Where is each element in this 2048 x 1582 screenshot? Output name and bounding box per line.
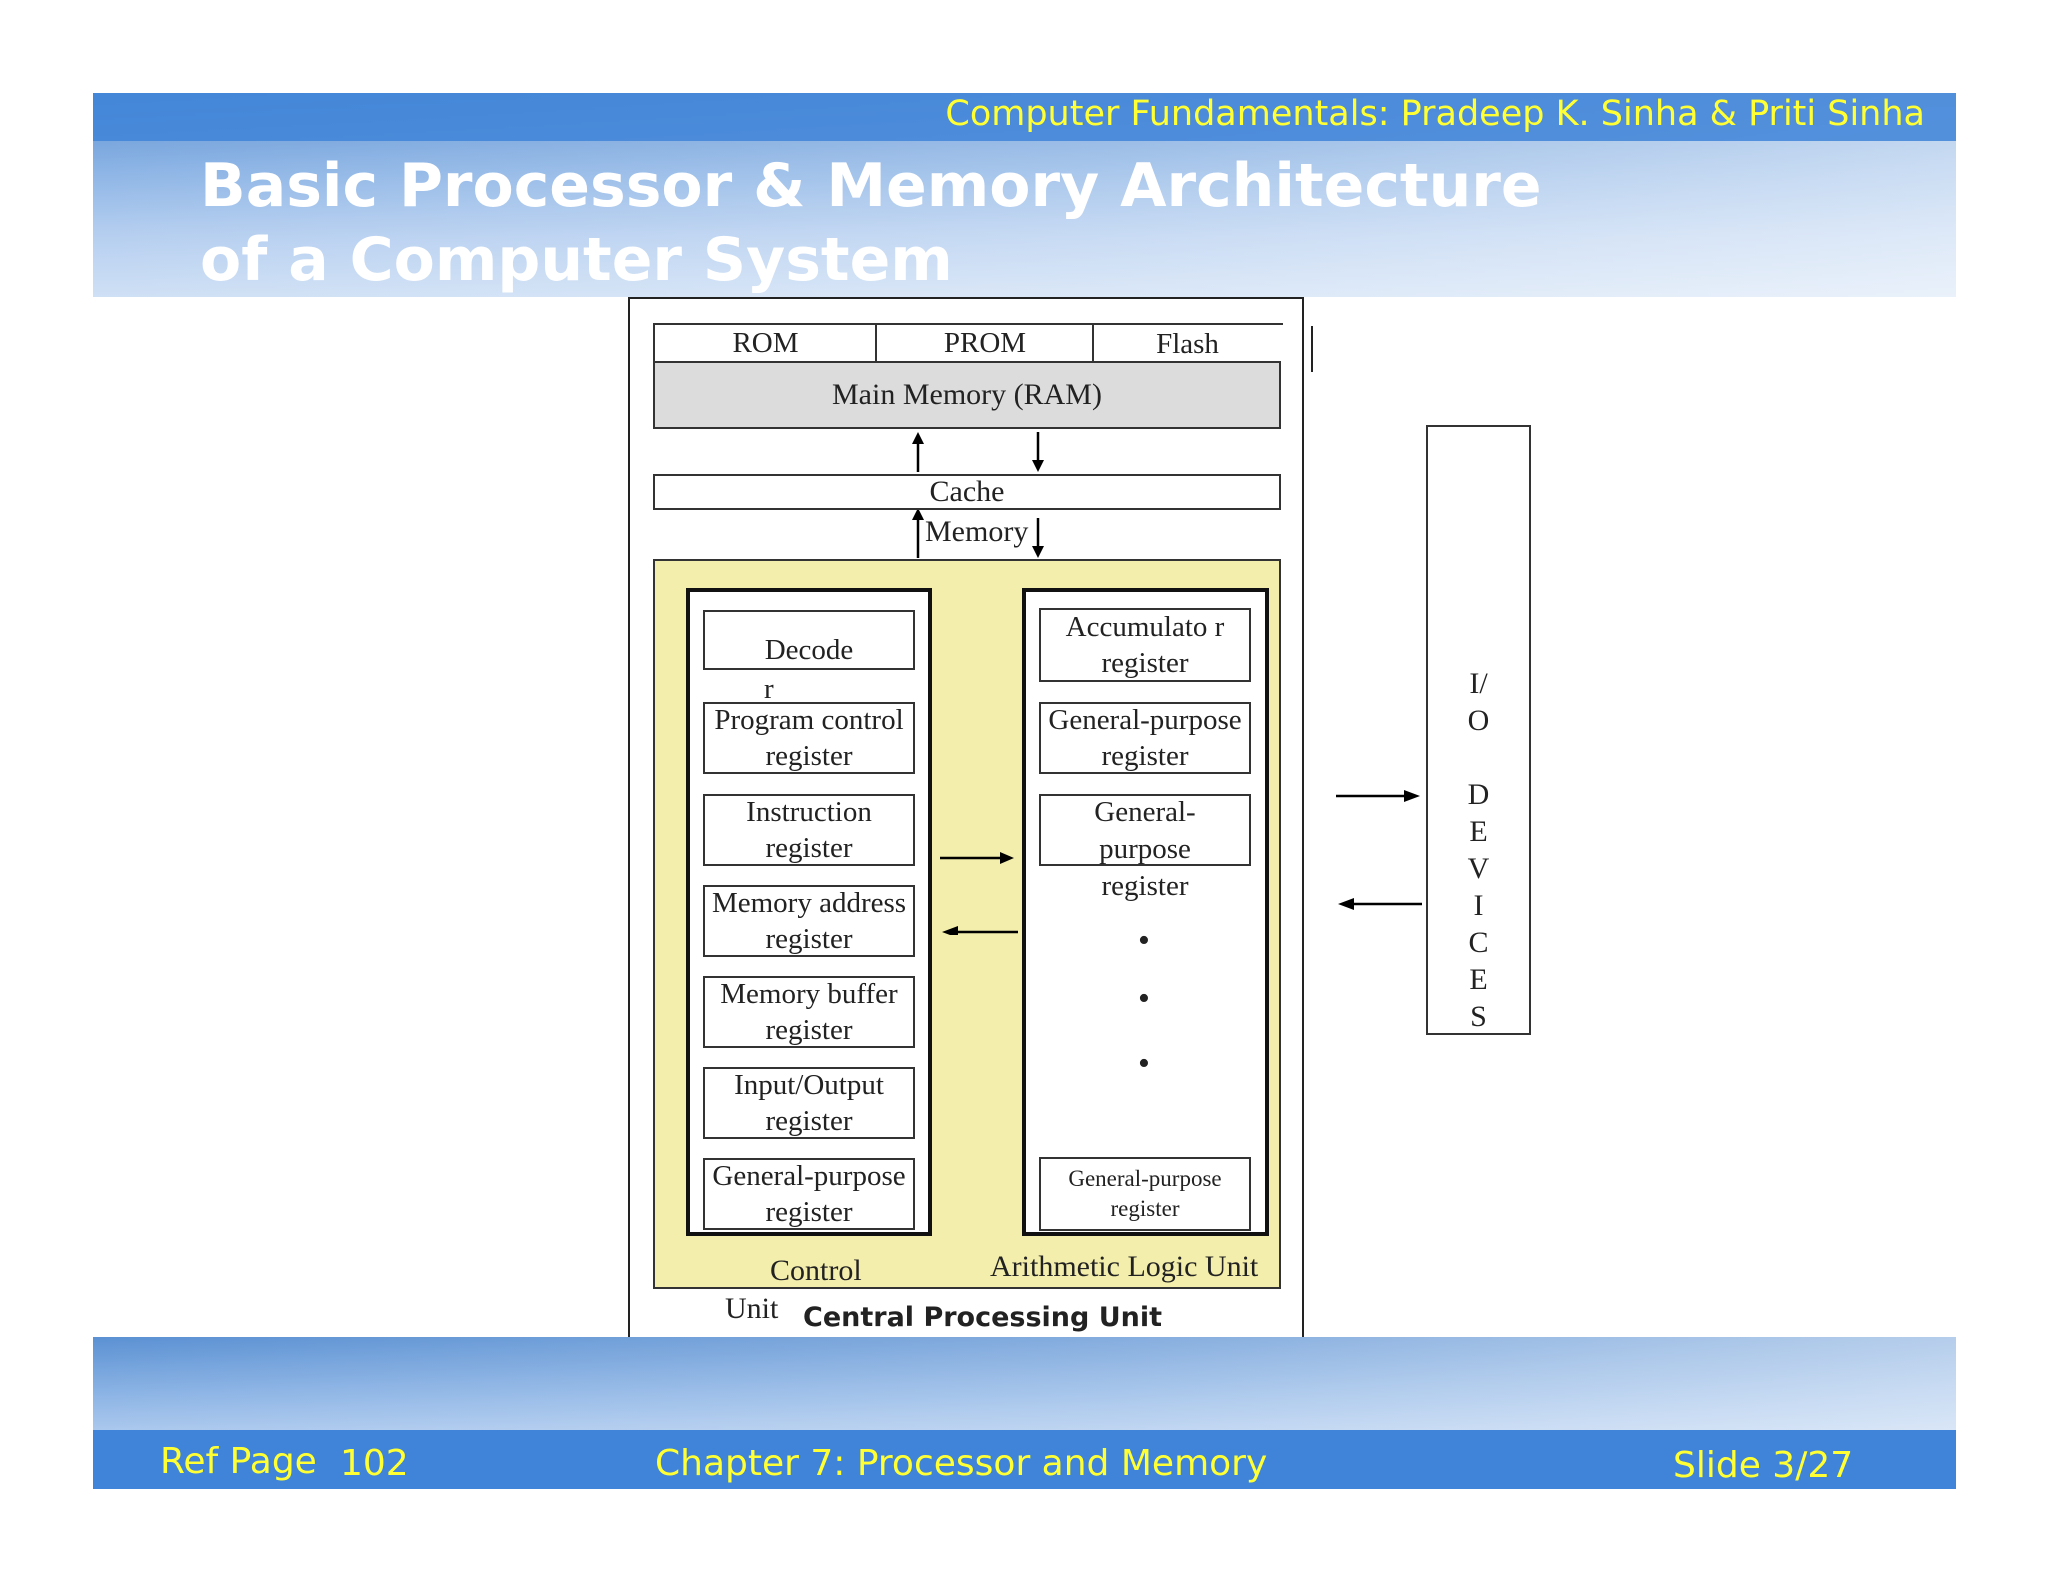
main-memory-box: Main Memory (RAM) — [653, 361, 1281, 429]
cu-general-purpose-register: General-purpose register — [703, 1158, 915, 1230]
alu-dot-3: • — [1138, 1045, 1150, 1082]
alu-dot-1: • — [1138, 922, 1150, 959]
alu-general-purpose-register-2 — [1039, 794, 1251, 866]
cu-alu-arrows — [940, 852, 1018, 935]
slide-number: Slide 3/27 — [1673, 1445, 1854, 1486]
cache-memory-label: Memory — [925, 515, 1029, 548]
accumulator-register: Accumulato r register — [1039, 608, 1251, 682]
control-unit-label-line2: Unit — [725, 1292, 779, 1325]
rom-cell: ROM — [653, 323, 876, 363]
ref-page-label: Ref Page — [160, 1441, 317, 1482]
slide-title-line1: Basic Processor & Memory Architecture — [200, 151, 1542, 221]
alu-general-purpose-register-1: General-purpose register — [1039, 702, 1251, 774]
io-letter: C — [1468, 926, 1489, 959]
memory-buffer-register: Memory buffer register — [703, 976, 915, 1048]
program-control-register: Program control register — [703, 702, 915, 774]
header-strip — [93, 93, 1956, 141]
alu-general-purpose-register-2-label: General- purpose register — [1094, 796, 1196, 902]
alu-general-purpose-register-last: General-purpose register — [1039, 1157, 1251, 1231]
cpu-label: Central Processing Unit — [803, 1302, 1163, 1333]
io-letter: D — [1467, 778, 1490, 811]
io-letter: O — [1467, 704, 1490, 737]
io-letter: E — [1469, 815, 1488, 848]
instruction-register: Instruction register — [703, 794, 915, 866]
ref-page-number: 102 — [340, 1443, 409, 1484]
io-devices-box — [1426, 425, 1531, 1035]
memory-address-register: Memory address register — [703, 885, 915, 957]
prom-cell: PROM — [875, 323, 1093, 363]
input-output-register: Input/Output register — [703, 1067, 915, 1139]
alu-dot-2: • — [1138, 980, 1150, 1017]
io-letter — [1426, 739, 1531, 776]
chapter-title: Chapter 7: Processor and Memory — [655, 1443, 1268, 1484]
io-letter: V — [1467, 852, 1490, 885]
decoder-overflow-text: r — [764, 673, 774, 705]
book-credit: Computer Fundamentals: Pradeep K. Sinha … — [945, 94, 1925, 134]
io-letter: I — [1473, 889, 1484, 922]
io-devices-label: I/ O D E V I C E S — [1426, 665, 1531, 1035]
io-arrows — [1336, 790, 1422, 910]
io-letter: E — [1469, 963, 1488, 996]
cache-box: Cache — [653, 474, 1281, 510]
frame-tick — [1311, 326, 1313, 372]
footer-strip — [93, 1430, 1956, 1489]
ram-cache-arrows — [912, 432, 1044, 558]
control-unit-label-line1: Control — [770, 1254, 862, 1287]
flash-cell: Flash — [1092, 323, 1281, 363]
io-letter: I/ — [1469, 667, 1488, 700]
decoder-register: Decode — [703, 610, 915, 670]
io-letter: S — [1470, 1000, 1487, 1033]
alu-box — [1022, 588, 1269, 1236]
slide-title-line2: of a Computer System — [200, 225, 953, 295]
alu-label: Arithmetic Logic Unit — [990, 1250, 1259, 1283]
